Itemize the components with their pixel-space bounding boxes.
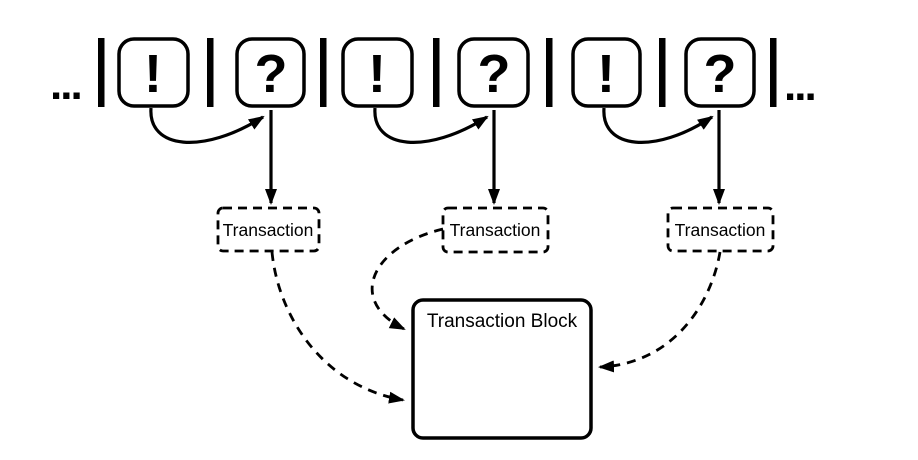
question-block bbox=[457, 37, 530, 108]
transaction-node bbox=[666, 206, 775, 253]
transaction-label: Transaction bbox=[450, 220, 541, 240]
chain-separator-bar bbox=[320, 38, 327, 107]
chain-ellipsis-left: ... bbox=[50, 60, 81, 109]
chain-separator-bar bbox=[659, 38, 666, 107]
chain-separator-bar bbox=[433, 38, 440, 107]
exclamation-symbol: ! bbox=[368, 44, 386, 104]
question-symbol: ? bbox=[478, 44, 511, 104]
chain-separator-bar bbox=[770, 38, 777, 107]
chain-separator-bar bbox=[207, 38, 214, 107]
question-symbol: ? bbox=[255, 44, 288, 104]
chain-ellipsis-right: ... bbox=[784, 61, 815, 110]
chain-separator-bar bbox=[98, 38, 105, 107]
exclamation-block bbox=[117, 37, 190, 108]
transaction-label: Transaction bbox=[675, 220, 766, 240]
exclamation-block bbox=[341, 37, 414, 108]
exclamation-symbol: ! bbox=[144, 44, 162, 104]
exclamation-to-question-arrow bbox=[373, 107, 489, 144]
transaction-to-block-arrow bbox=[598, 251, 722, 373]
transaction-label: Transaction bbox=[223, 220, 314, 240]
transaction-to-block-arrow bbox=[270, 251, 405, 404]
question-block bbox=[235, 37, 306, 108]
exclamation-to-question-arrow bbox=[602, 107, 714, 144]
transaction-to-block-arrow bbox=[370, 227, 444, 331]
question-block bbox=[684, 37, 756, 108]
transaction-block bbox=[411, 298, 593, 440]
transaction-block-label: Transaction Block bbox=[427, 311, 578, 332]
question-symbol: ? bbox=[704, 44, 737, 104]
chain-separator-bar bbox=[546, 38, 553, 107]
transaction-node bbox=[216, 206, 321, 253]
exclamation-block bbox=[571, 37, 642, 108]
exclamation-to-question-arrow bbox=[149, 107, 265, 144]
exclamation-symbol: ! bbox=[597, 44, 615, 104]
